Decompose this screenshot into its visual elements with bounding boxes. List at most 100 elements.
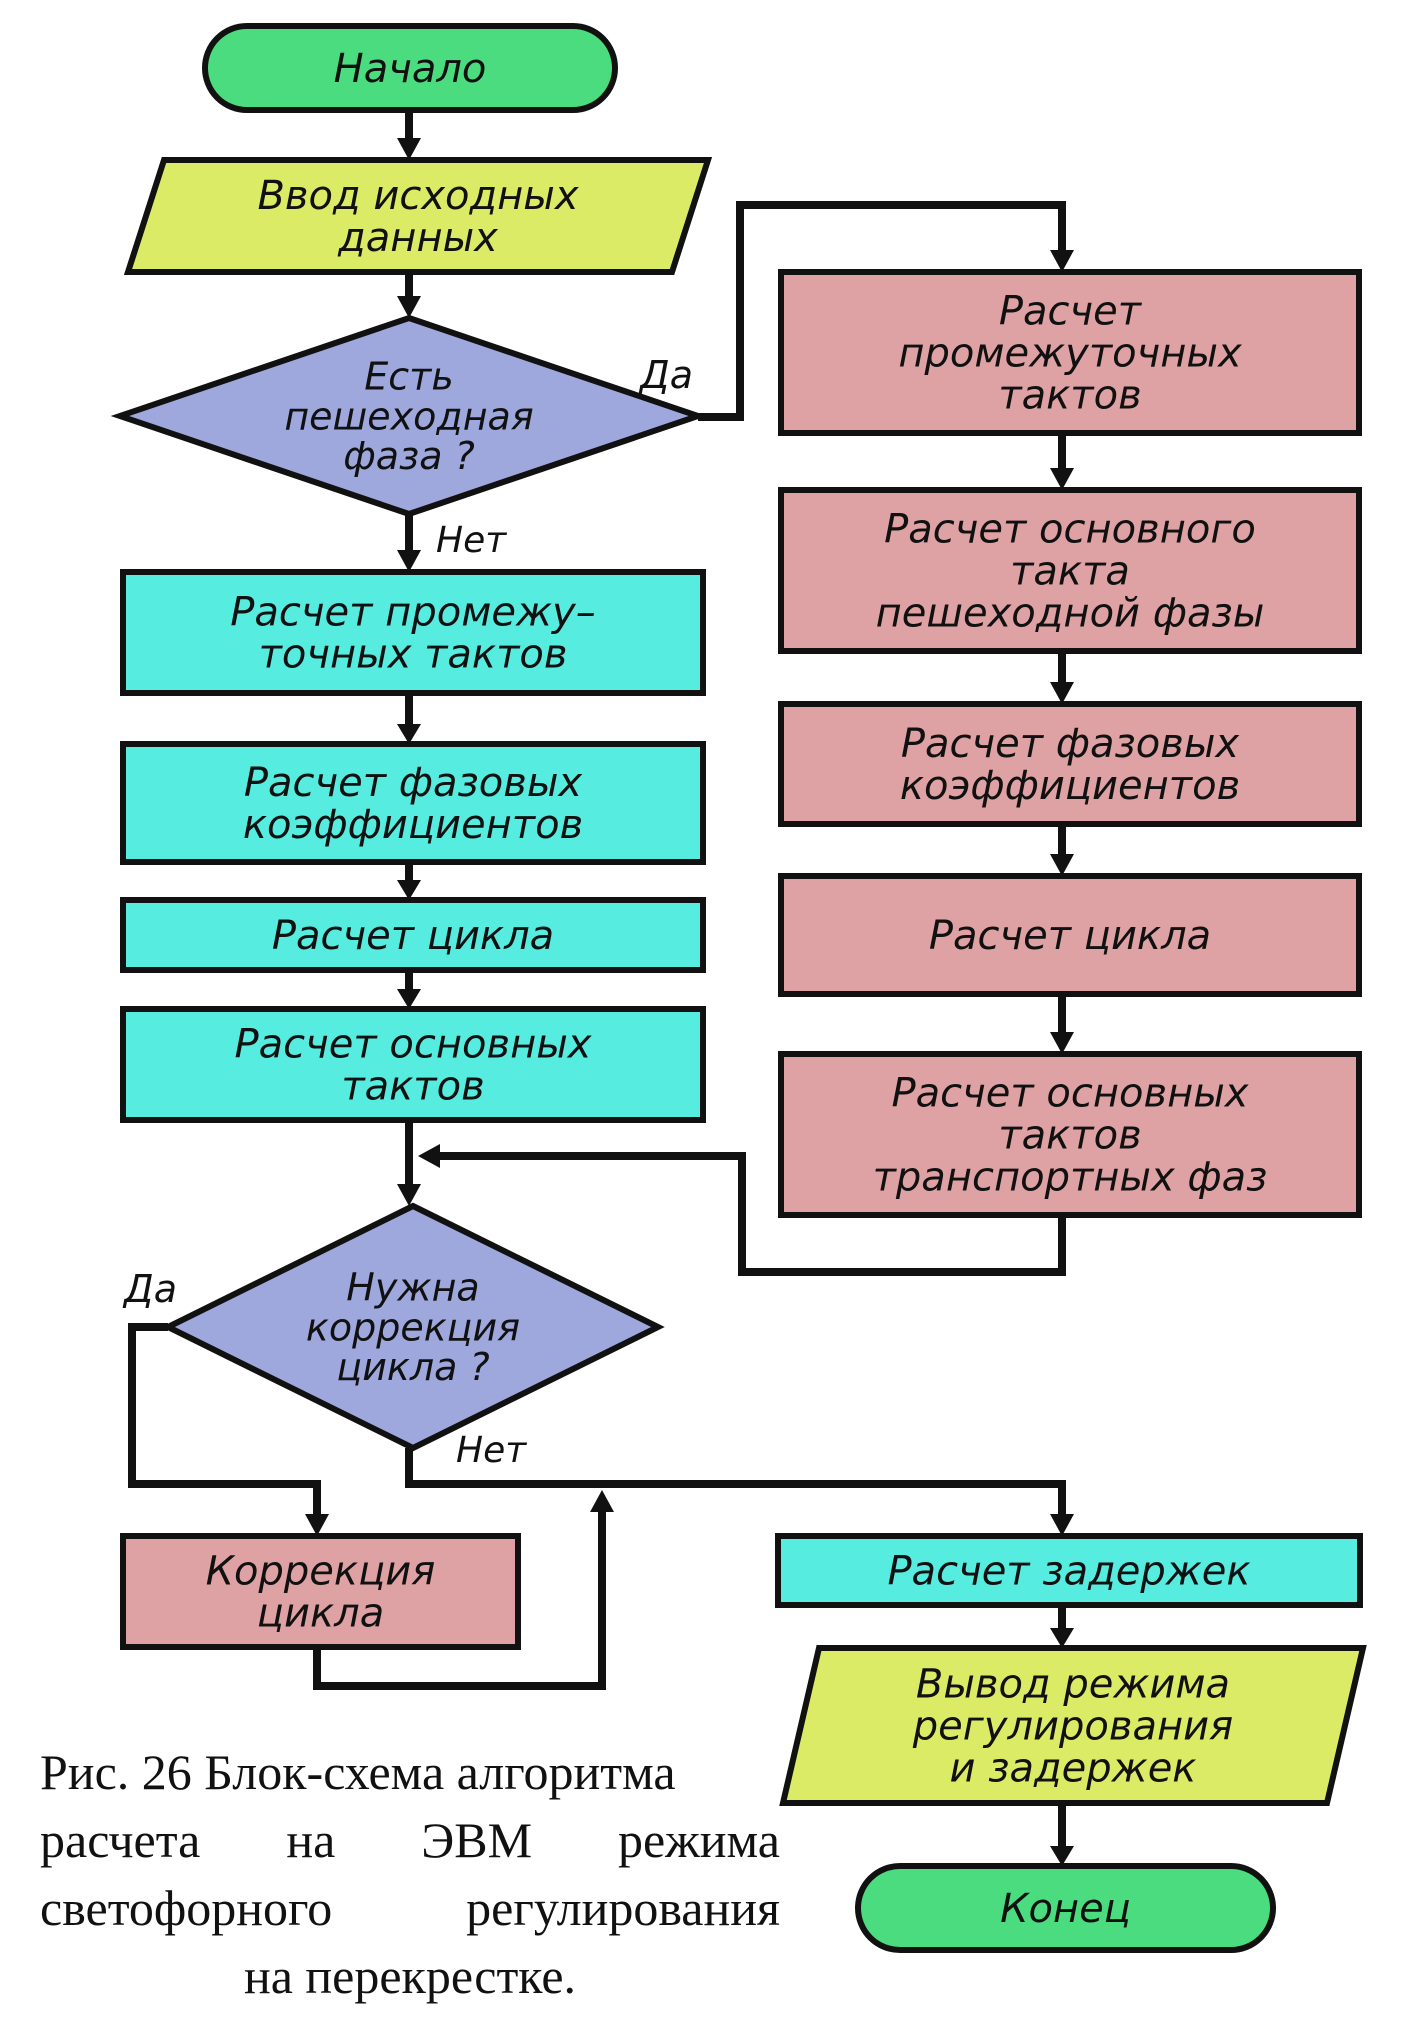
caption-word: ЭВМ bbox=[421, 1812, 533, 1868]
arrowhead bbox=[590, 1490, 614, 1512]
node-label-line: точных тактов bbox=[259, 632, 568, 678]
arrowhead bbox=[397, 724, 421, 744]
arrowhead bbox=[1050, 1628, 1074, 1648]
node-label-line: Есть bbox=[364, 354, 453, 398]
node-label-line: тактов bbox=[998, 1113, 1141, 1159]
node-label-line: регулирования bbox=[912, 1704, 1233, 1750]
node-label-line: Расчет цикла bbox=[272, 913, 554, 959]
node-label-line: цикла ? bbox=[336, 1345, 489, 1389]
caption-word: расчета bbox=[40, 1812, 201, 1868]
io-parallelogram bbox=[779, 1645, 1367, 1806]
caption-word: режима bbox=[617, 1812, 780, 1868]
caption-word: светофорного bbox=[40, 1880, 333, 1936]
arrowhead bbox=[397, 138, 421, 160]
caption-word: регулирования bbox=[466, 1880, 780, 1936]
connector-ped-yes bbox=[698, 201, 1066, 421]
node-label-line: Расчет задержек bbox=[887, 1549, 1250, 1595]
node-label-line: Расчет bbox=[999, 289, 1143, 335]
node-label-line: Конец bbox=[1000, 1886, 1131, 1932]
connector-r5-join bbox=[430, 1152, 1066, 1276]
process-box bbox=[120, 1533, 521, 1650]
process-box bbox=[775, 1533, 1363, 1608]
arrowhead bbox=[397, 880, 421, 900]
process-box bbox=[778, 1051, 1362, 1218]
arrowhead bbox=[305, 1514, 329, 1536]
connector-corr-no bbox=[405, 1448, 1066, 1520]
connector-corr-yes bbox=[128, 1323, 321, 1522]
process-box bbox=[778, 701, 1362, 827]
node-label-line: Расчет цикла bbox=[929, 913, 1211, 959]
caption-line-3: светофорного регулирования bbox=[40, 1874, 780, 1942]
connectors bbox=[128, 110, 1074, 1866]
arrowhead bbox=[1050, 1514, 1074, 1536]
node-label-line: Ввод исходных bbox=[257, 173, 578, 219]
arrowhead bbox=[1050, 250, 1074, 272]
process-box bbox=[120, 569, 706, 696]
process-box bbox=[778, 487, 1362, 654]
node-label-line: пешеходная bbox=[284, 394, 533, 438]
terminal-box bbox=[202, 23, 618, 113]
caption-line-2: расчета на ЭВМ режима bbox=[40, 1806, 780, 1874]
arrowhead bbox=[1050, 854, 1074, 876]
node-label-line: фаза ? bbox=[343, 434, 475, 478]
process-box bbox=[120, 897, 706, 973]
node-label-line: коррекция bbox=[306, 1305, 520, 1349]
arrowhead bbox=[397, 989, 421, 1009]
node-label-line: коэффициентов bbox=[900, 763, 1240, 809]
node-end: Конец bbox=[855, 1863, 1276, 1953]
node-label-line: Расчет промежу– bbox=[230, 590, 595, 636]
node-label-line: тактов bbox=[998, 373, 1141, 419]
node-r4: Расчет цикла bbox=[778, 873, 1362, 997]
arrowhead bbox=[1050, 1032, 1074, 1054]
terminal-box bbox=[855, 1863, 1276, 1953]
io-parallelogram bbox=[123, 157, 713, 275]
process-box bbox=[778, 269, 1362, 436]
node-label-line: Начало bbox=[334, 46, 487, 92]
arrowhead bbox=[418, 1144, 440, 1168]
arrowhead bbox=[397, 296, 421, 318]
decision-diamond bbox=[161, 1202, 665, 1452]
process-box bbox=[778, 873, 1362, 997]
node-label-line: цикла bbox=[257, 1591, 384, 1637]
node-label-line: Расчет фазовых bbox=[901, 721, 1239, 767]
node-label-line: Нужна bbox=[346, 1265, 479, 1309]
node-label-line: Расчет фазовых bbox=[244, 760, 582, 806]
node-label-line: данных bbox=[337, 215, 498, 261]
process-box bbox=[120, 741, 706, 865]
node-label-line: Расчет основного bbox=[884, 507, 1256, 553]
arrowhead bbox=[1050, 1846, 1074, 1866]
node-label-line: Расчет основных bbox=[235, 1022, 592, 1068]
edge-label-corr-no: Нет bbox=[456, 1430, 527, 1471]
node-label-line: промежуточных bbox=[898, 331, 1242, 377]
arrowhead bbox=[1050, 682, 1074, 704]
edge-label-corr-yes: Да bbox=[122, 1267, 177, 1311]
caption-line-1: Рис. 26 Блок-схема алгоритма bbox=[40, 1744, 676, 1800]
arrowhead bbox=[397, 1184, 421, 1206]
node-label-line: Коррекция bbox=[206, 1549, 436, 1595]
node-delays: Расчет задержек bbox=[775, 1533, 1363, 1608]
node-start: Начало bbox=[202, 23, 618, 113]
edge-label-ped-yes: Да bbox=[638, 353, 693, 397]
node-label-line: пешеходной фазы bbox=[876, 591, 1265, 637]
node-label-line: такта bbox=[1010, 549, 1130, 595]
connector-corr-return bbox=[313, 1506, 606, 1690]
arrowhead bbox=[1050, 468, 1074, 490]
caption-word: на bbox=[286, 1812, 336, 1868]
node-label-line: тактов bbox=[341, 1064, 484, 1110]
node-label-line: Расчет основных bbox=[892, 1071, 1249, 1117]
node-l3: Расчет цикла bbox=[120, 897, 706, 973]
